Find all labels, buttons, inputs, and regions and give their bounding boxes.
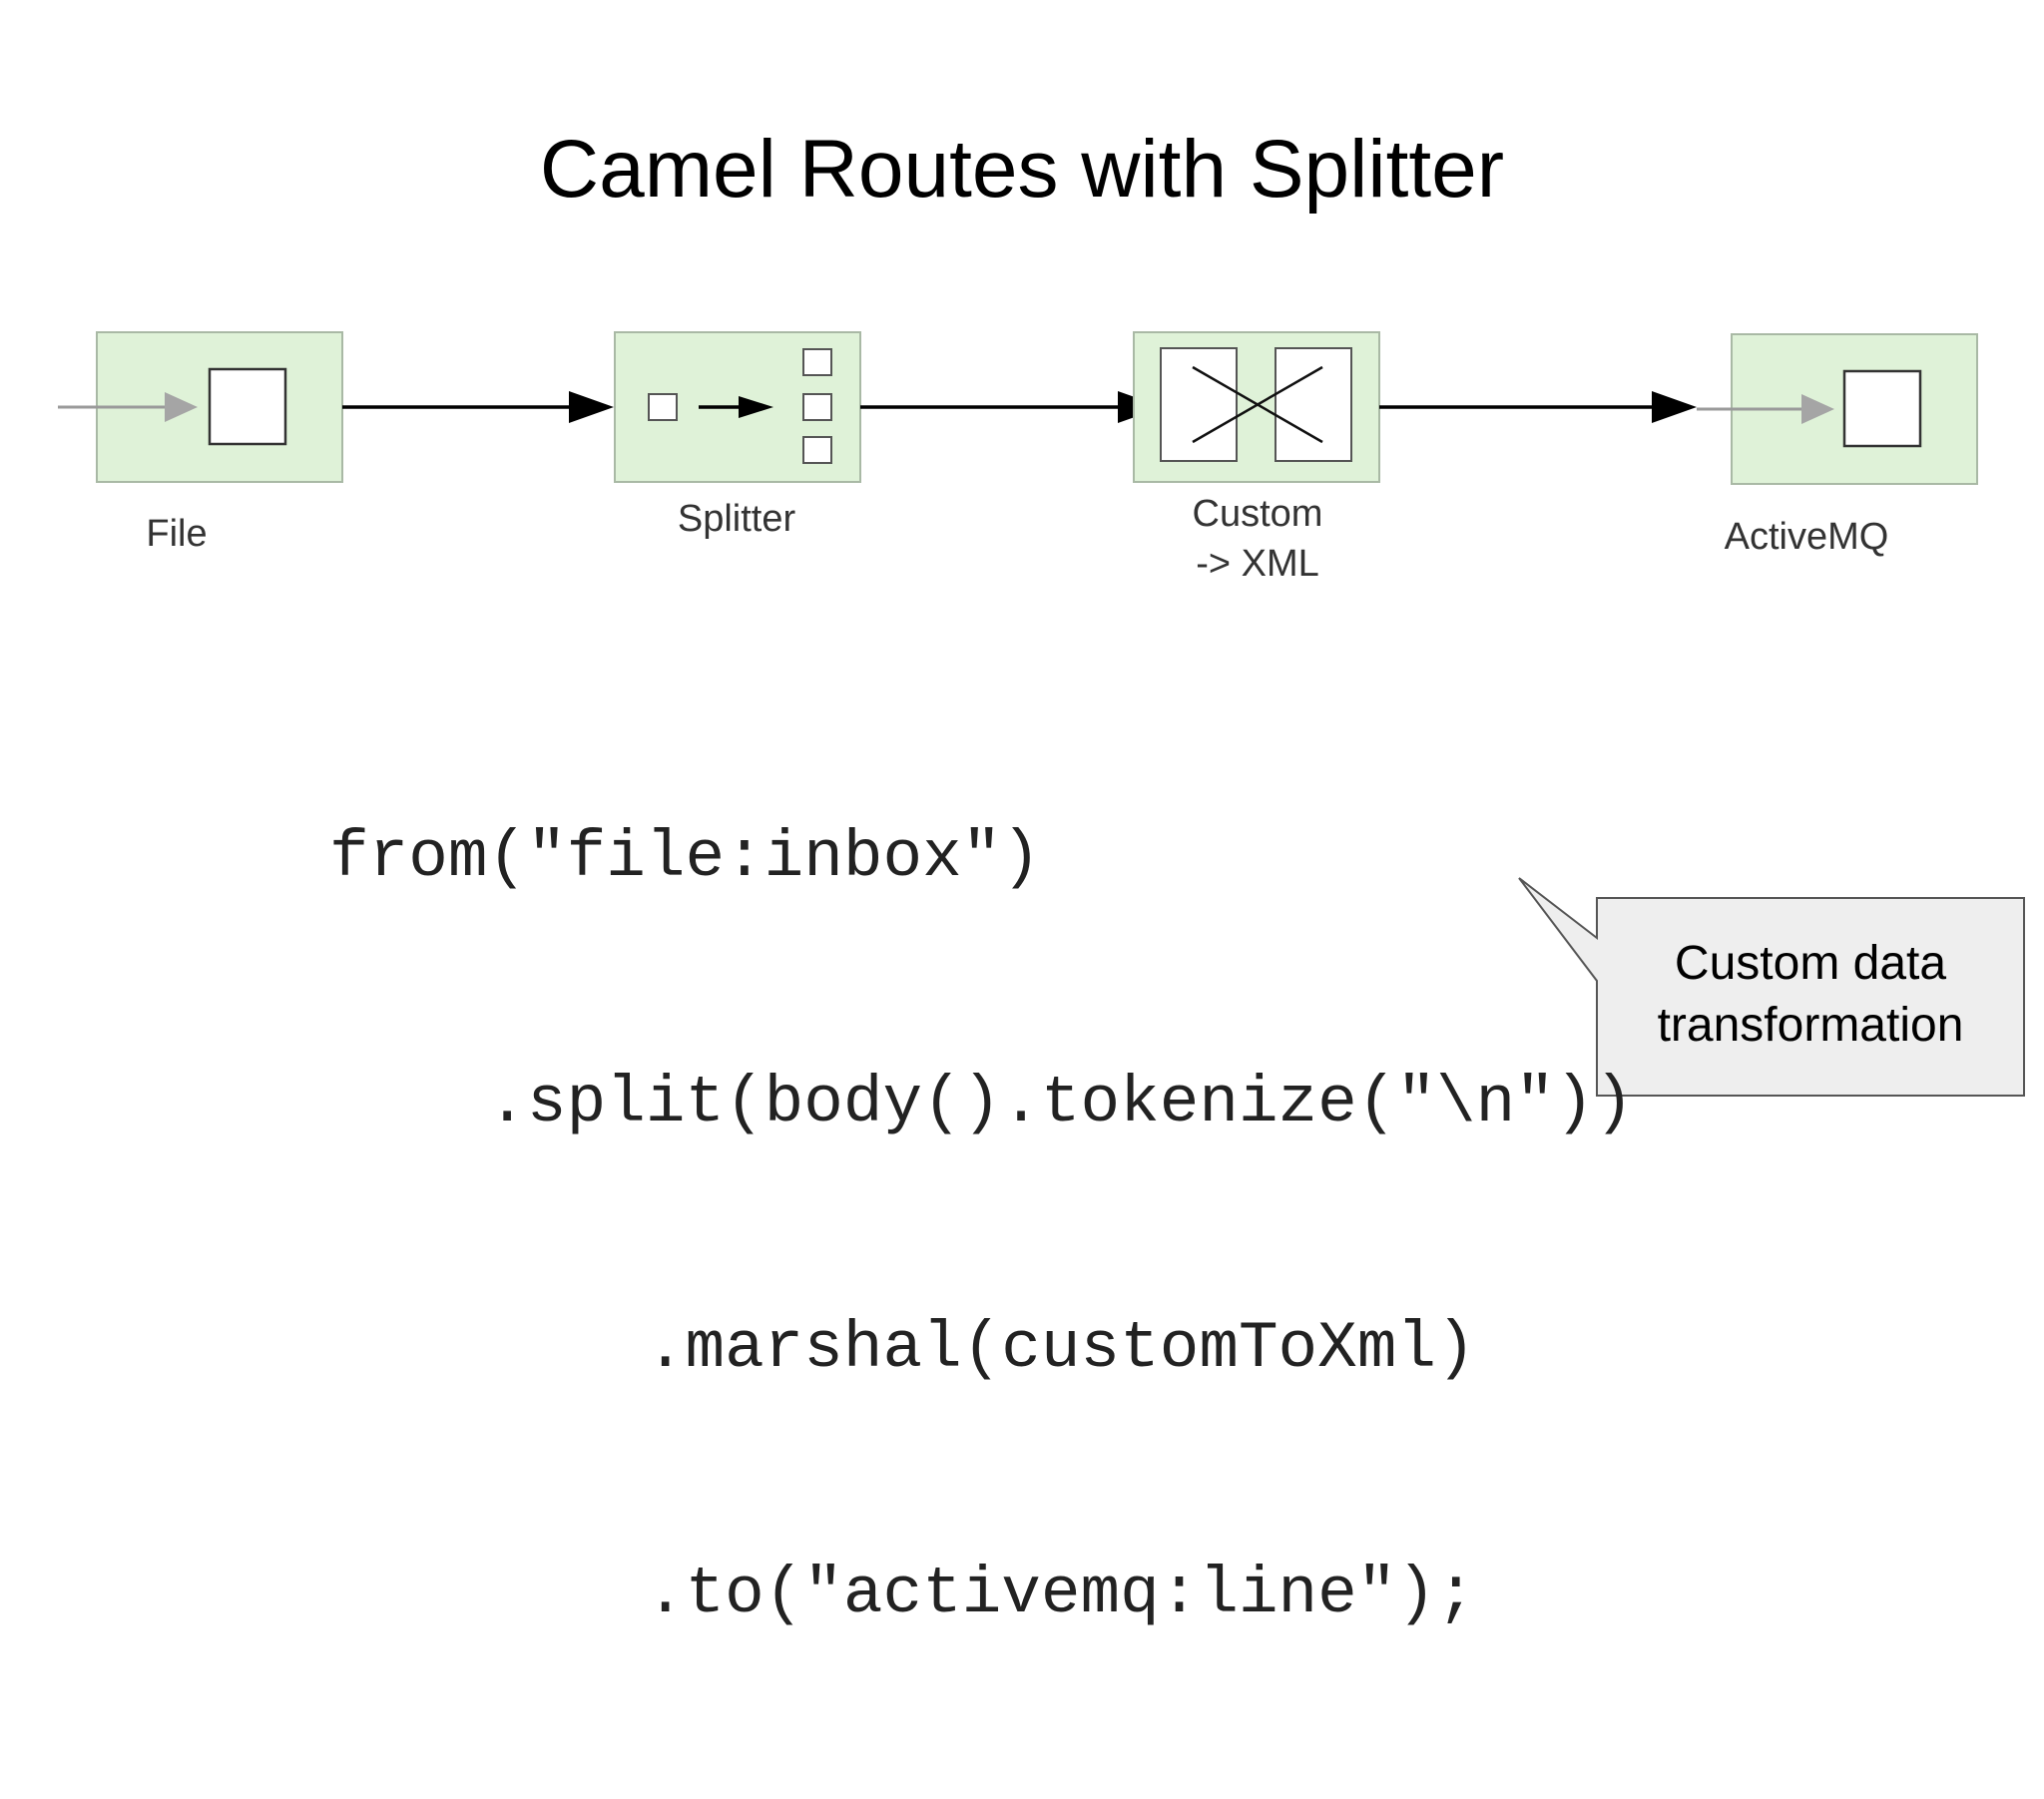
code-line: .split(body().tokenize("\n")) xyxy=(329,1066,1635,1140)
node-custom-xml xyxy=(1133,331,1380,483)
node-label-custom: Custom -> XML xyxy=(1148,489,1367,589)
node-label-custom-line2: -> XML xyxy=(1196,543,1319,585)
code-block: from("file:inbox") .split(body().tokeniz… xyxy=(329,654,1634,1799)
arrow-splitter-to-custom xyxy=(860,391,1163,423)
node-activemq xyxy=(1697,333,1978,485)
splitter-output-box xyxy=(802,393,832,421)
slide-title: Camel Routes with Splitter xyxy=(539,124,1505,215)
translator-cross-line xyxy=(1192,365,1323,444)
entry-arrow-head xyxy=(165,392,198,422)
node-label-splitter: Splitter xyxy=(677,498,796,540)
node-file xyxy=(58,331,343,483)
arrow-file-to-splitter xyxy=(342,391,614,423)
translator-box-left xyxy=(1160,347,1238,462)
route-diagram xyxy=(58,331,2025,1097)
endpoint-box xyxy=(208,367,287,446)
code-line: .marshal(customToXml) xyxy=(329,1311,1476,1386)
entry-arrow-head xyxy=(1801,394,1834,424)
callout-line2: transformation xyxy=(1657,999,1964,1052)
callout-line1: Custom data xyxy=(1674,937,1947,990)
node-label-custom-line1: Custom xyxy=(1192,493,1323,535)
code-line: .to("activemq:line"); xyxy=(329,1557,1476,1631)
arrow-custom-to-activemq xyxy=(1379,391,1697,423)
node-label-file: File xyxy=(146,513,208,555)
slide: Camel Routes with Splitter xyxy=(58,124,2025,1631)
callout-bubble xyxy=(1518,877,2025,1097)
code-line: from("file:inbox") xyxy=(329,820,1041,895)
endpoint-box xyxy=(1842,369,1922,448)
translator-box-right xyxy=(1275,347,1352,462)
splitter-output-box xyxy=(802,348,832,376)
splitter-output-box xyxy=(802,436,832,464)
splitter-input-box xyxy=(648,393,678,421)
callout-text: Custom data transformation xyxy=(1597,933,2024,1057)
node-splitter xyxy=(614,331,861,483)
node-label-activemq: ActiveMQ xyxy=(1724,516,1889,558)
